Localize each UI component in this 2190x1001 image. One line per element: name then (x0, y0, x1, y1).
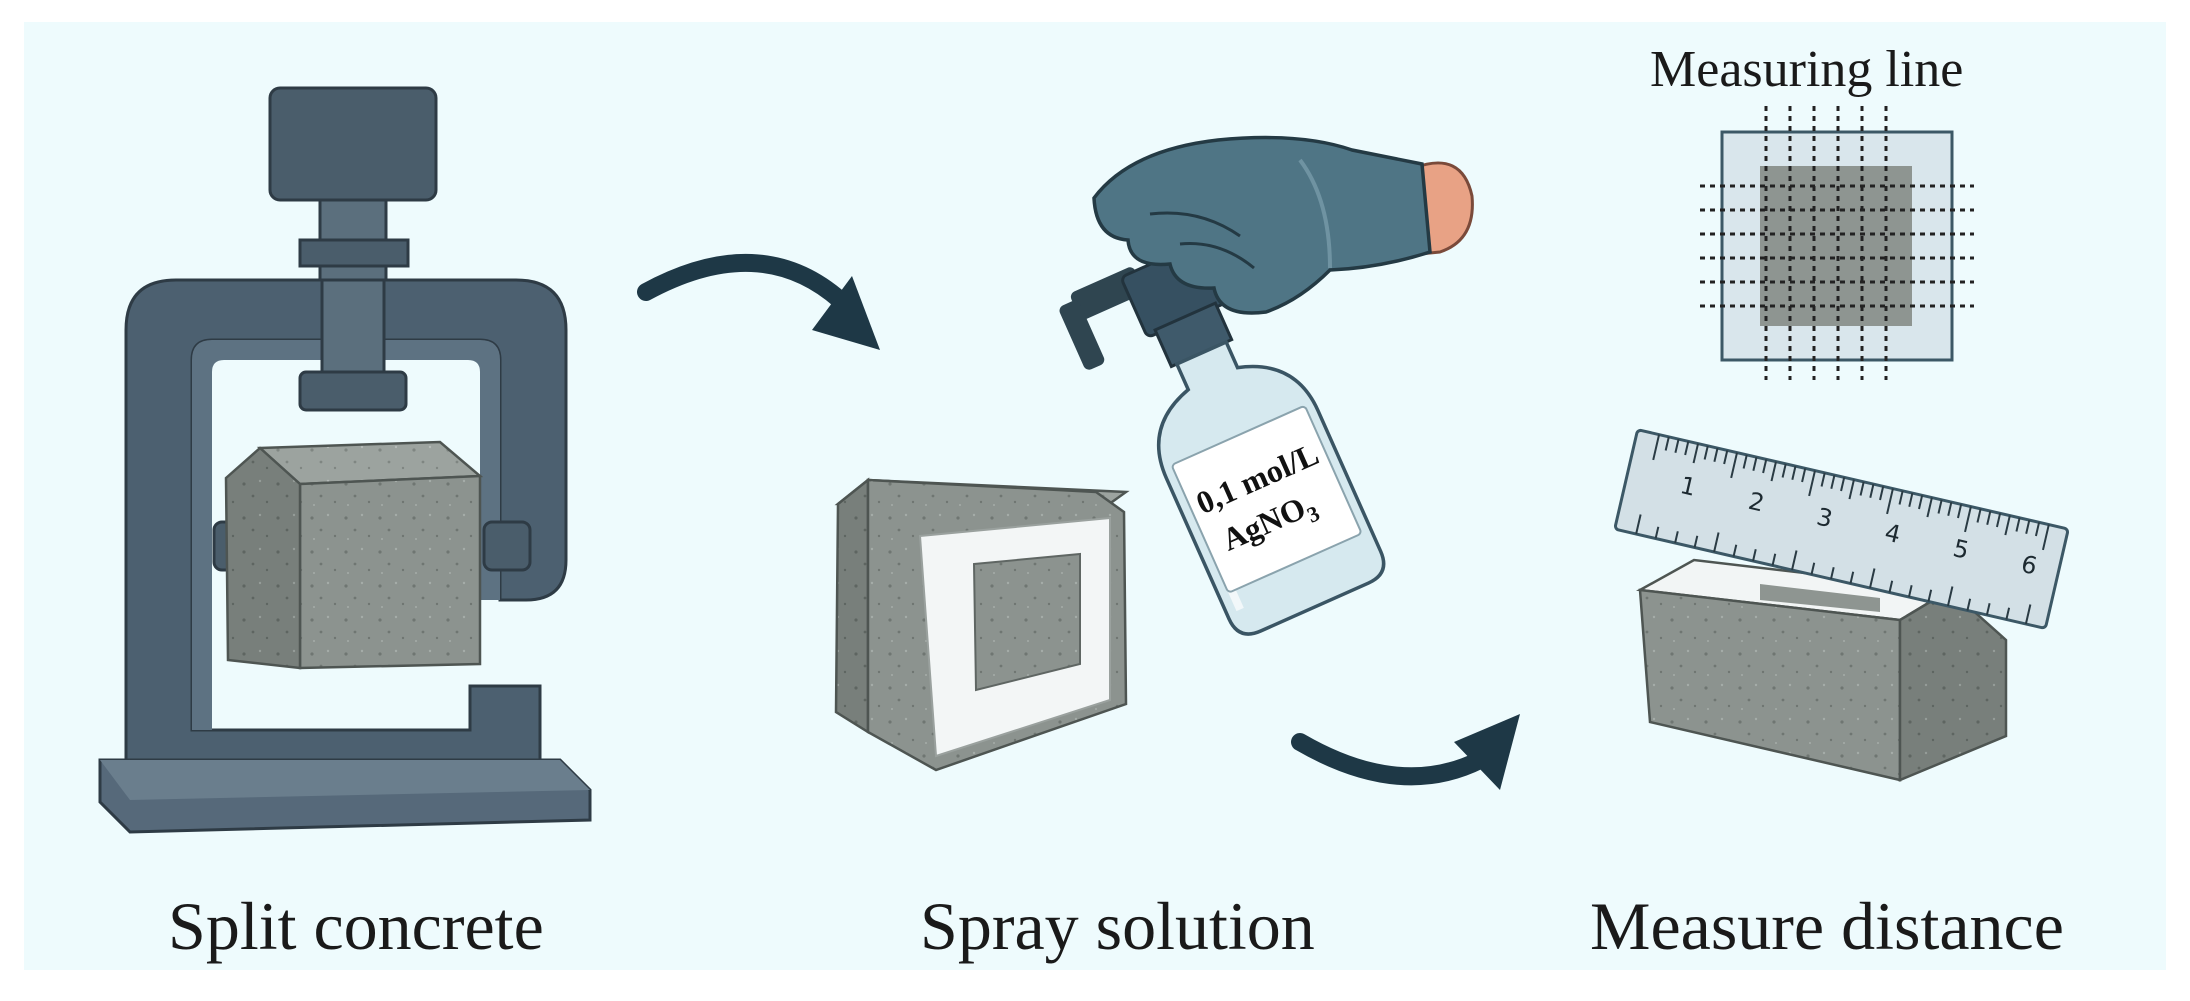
arrow-to-spray (637, 253, 880, 350)
caption-split-concrete: Split concrete (168, 888, 544, 964)
measured-concrete-block (1635, 558, 2008, 782)
spray-bottle-icon: 0,1 mol/L AgNO3 (1059, 242, 1386, 636)
ruler-tick-label: 3 (1814, 503, 1835, 534)
measuring-line-label: Measuring line (1650, 41, 1964, 98)
sprayed-concrete-cube (834, 477, 1130, 772)
caption-spray-solution: Spray solution (920, 888, 1315, 964)
ruler-icon: 1 2 3 4 5 6 (1613, 428, 2070, 630)
press-icon (98, 86, 592, 834)
ruler-tick-label: 6 (2019, 550, 2040, 581)
ruler-tick-label: 1 (1678, 471, 1699, 502)
ruler-tick-label: 2 (1746, 487, 1767, 518)
ruler-tick-label: 4 (1882, 518, 1903, 549)
arrow-to-measure (1291, 714, 1520, 790)
measuring-line-diagram (1700, 106, 1974, 380)
concrete-cube-pressed (224, 440, 484, 670)
gloved-hand-icon (1092, 135, 1474, 315)
caption-measure-distance: Measure distance (1590, 888, 2064, 964)
ruler-tick-label: 5 (1950, 534, 1971, 565)
